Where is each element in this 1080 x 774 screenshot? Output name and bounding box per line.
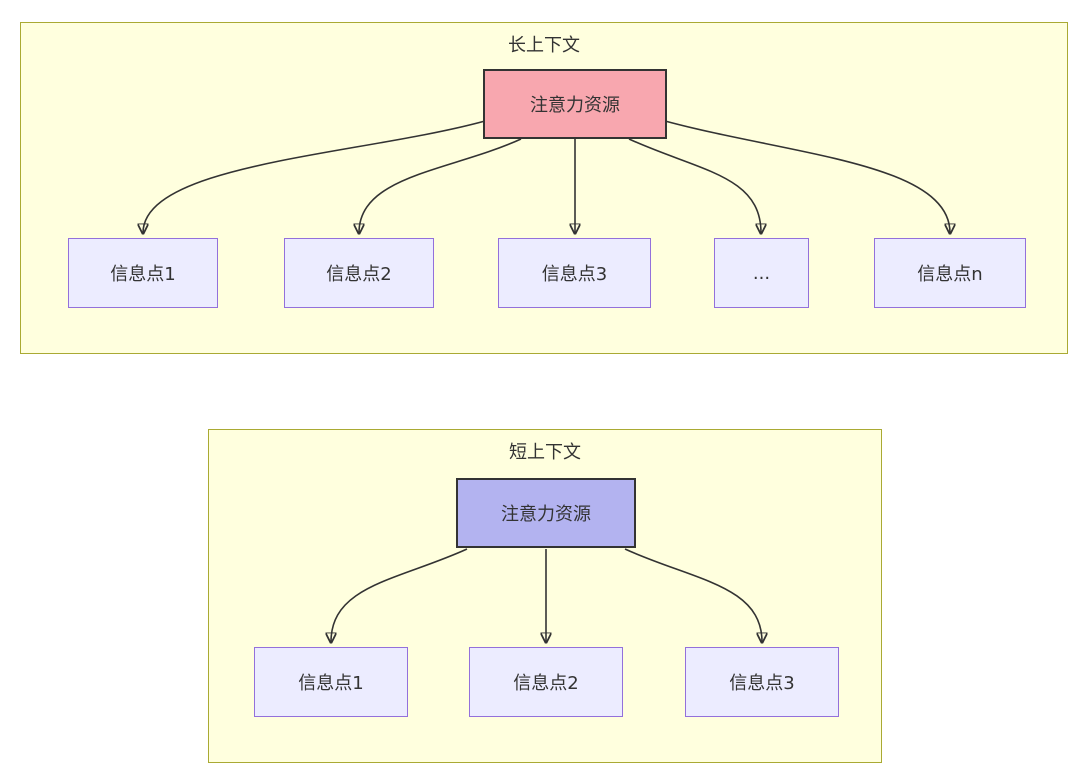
long-info-node-3: 信息点3 bbox=[498, 238, 651, 308]
long-attention-resource-node: 注意力资源 bbox=[483, 69, 667, 139]
long-context-title: 长上下文 bbox=[508, 35, 580, 56]
long-info-node-2: 信息点2 bbox=[284, 238, 434, 308]
arrow-long-1 bbox=[143, 120, 486, 233]
long-context-container: 长上下文 注意力资源 信息点1 信息点2 信息点3 ... 信息点n bbox=[20, 22, 1068, 354]
arrow-long-4 bbox=[628, 138, 761, 233]
short-context-title: 短上下文 bbox=[509, 442, 581, 463]
short-info-node-3: 信息点3 bbox=[685, 647, 839, 717]
short-info-node-1: 信息点1 bbox=[254, 647, 408, 717]
short-info-node-2: 信息点2 bbox=[469, 647, 623, 717]
short-context-container: 短上下文 注意力资源 信息点1 信息点2 信息点3 bbox=[208, 429, 882, 763]
arrow-short-3 bbox=[624, 548, 762, 642]
long-info-node-ellipsis: ... bbox=[714, 238, 809, 308]
arrow-long-5 bbox=[664, 120, 950, 233]
long-info-node-1: 信息点1 bbox=[68, 238, 218, 308]
short-attention-resource-node: 注意力资源 bbox=[456, 478, 636, 548]
long-info-node-n: 信息点n bbox=[874, 238, 1026, 308]
arrow-short-1 bbox=[331, 548, 468, 642]
arrow-long-2 bbox=[359, 138, 522, 233]
